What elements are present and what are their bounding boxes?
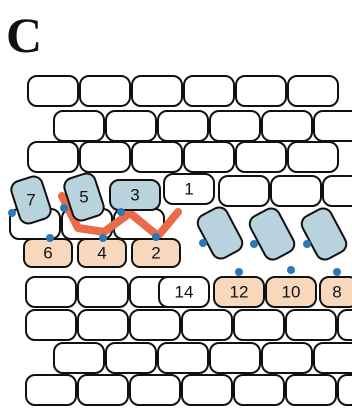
cell-1-label: 1 (184, 180, 193, 199)
contact-dot (250, 240, 258, 248)
grid-cell (183, 141, 235, 173)
grid-cell (313, 342, 352, 374)
contact-dot (99, 234, 107, 242)
grid-cell (77, 374, 129, 406)
grid-cell (209, 110, 261, 142)
contact-dots (8, 204, 341, 276)
grid-cell (287, 75, 339, 107)
cell-1: 1 (163, 173, 215, 205)
grid-cell (131, 75, 183, 107)
contact-dot (46, 234, 54, 242)
grid-cell (27, 141, 79, 173)
cell-12: 12 (213, 276, 265, 308)
contact-dot (287, 266, 295, 274)
grid-cell (157, 110, 209, 142)
contact-dot (60, 204, 68, 212)
grid-cell (322, 175, 352, 207)
grid-cell (79, 141, 131, 173)
grid-cell (287, 141, 339, 173)
panel-letter: C (6, 7, 42, 63)
cell-3: 3 (109, 179, 161, 211)
cell-5-label: 5 (79, 188, 88, 207)
grid-cell (77, 276, 129, 308)
grid-cell (337, 374, 352, 406)
cell-grid (9, 75, 352, 406)
grid-cell (285, 309, 337, 341)
cell-10-label: 10 (282, 283, 301, 302)
contact-dot (235, 268, 243, 276)
grid-cell (131, 141, 183, 173)
tilted-cell (300, 207, 348, 261)
grid-cell (129, 374, 181, 406)
grid-cell (181, 309, 233, 341)
tilted-cell (248, 207, 296, 261)
cell-4-label: 4 (97, 244, 106, 263)
cell-10: 10 (265, 276, 317, 308)
cell-4: 4 (77, 238, 127, 268)
grid-cell (27, 75, 79, 107)
grid-cell (337, 309, 352, 341)
grid-cell (25, 276, 77, 308)
connector-path (58, 192, 182, 240)
cell-8-label: 8 (332, 283, 341, 302)
contact-dot (8, 209, 16, 217)
grid-cell (77, 309, 129, 341)
cell-8: 8 (319, 276, 352, 308)
cell-6: 6 (23, 238, 73, 268)
cell-12-label: 12 (230, 283, 249, 302)
grid-cell (235, 75, 287, 107)
cell-2-label: 2 (151, 244, 160, 263)
grid-cell (79, 75, 131, 107)
contact-dot (117, 208, 125, 216)
grid-cell (105, 342, 157, 374)
contact-dot (152, 233, 160, 241)
contact-dot (333, 268, 341, 276)
cell-2: 2 (131, 238, 181, 268)
grid-cell (218, 175, 270, 207)
grid-cell (183, 75, 235, 107)
tilted-cell (196, 206, 244, 260)
grid-cell (53, 110, 105, 142)
grid-cell (25, 374, 77, 406)
grid-cell (285, 374, 337, 406)
grid-cell (25, 309, 77, 341)
grid-cell (209, 342, 261, 374)
cell-6-label: 6 (43, 244, 52, 263)
grid-cell (181, 374, 233, 406)
grid-cell (53, 342, 105, 374)
cell-7: 7 (10, 175, 52, 225)
grid-cell (261, 342, 313, 374)
grid-cell (235, 141, 287, 173)
cell-7-label: 7 (26, 191, 35, 210)
cell-3-label: 3 (130, 186, 139, 205)
grid-cell (270, 175, 322, 207)
grid-cell (233, 309, 285, 341)
grid-cell (233, 374, 285, 406)
grid-cell (157, 342, 209, 374)
cell-5: 5 (63, 172, 105, 222)
contact-dot (303, 240, 311, 248)
contact-dot (199, 239, 207, 247)
grid-cell (261, 110, 313, 142)
grid-cell (129, 309, 181, 341)
grid-cell (105, 110, 157, 142)
cell-14: 14 (158, 276, 210, 308)
cell-14-label: 14 (175, 283, 194, 302)
tilted-cells (196, 206, 348, 261)
grid-cell (313, 110, 352, 142)
